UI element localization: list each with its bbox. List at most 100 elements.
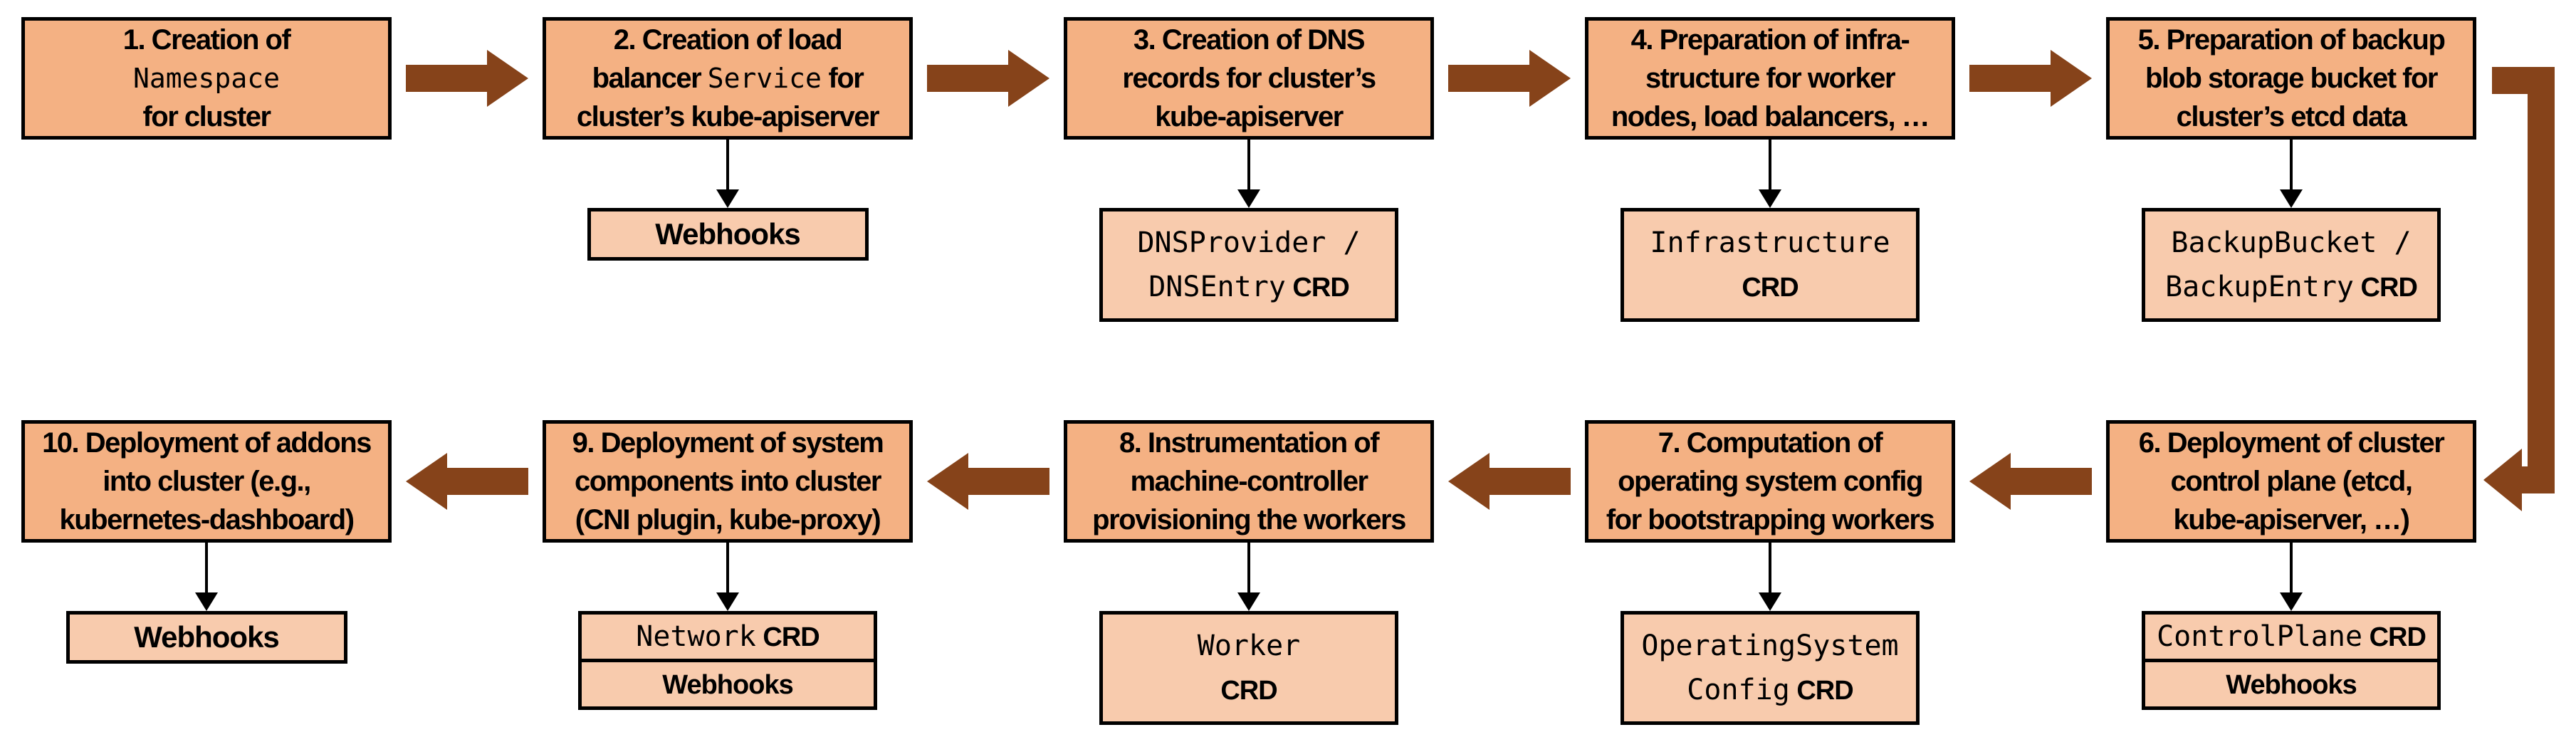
label-text: CRD [1285, 272, 1349, 303]
backupbucket-backupentry-crd-box-label-line: BackupBucket / [2171, 221, 2411, 265]
step-5-label-line: cluster’s etcd data [2177, 98, 2407, 136]
flow-arrow-left [392, 420, 543, 543]
u-turn-arrow [2483, 67, 2555, 511]
code-text: OperatingSystem [1641, 629, 1899, 662]
controlplane-crd-box: ControlPlane CRD [2142, 611, 2441, 662]
label-text: for [821, 63, 864, 94]
label-text: machine-controller [1130, 466, 1368, 497]
webhooks-box: Webhooks [2142, 659, 2441, 710]
backupbucket-backupentry-crd-box: BackupBucket / BackupEntry CRD [2142, 208, 2441, 322]
step-7-label-line: 7. Computation of [1658, 424, 1883, 462]
worker-crd-box-label-line: CRD [1220, 668, 1277, 713]
arrow-head [927, 453, 968, 510]
backupbucket-backupentry-crd-box-label-line: BackupEntry CRD [2165, 265, 2418, 310]
network-crd-box: Network CRD [578, 611, 877, 662]
label-text: for bootstrapping workers [1606, 504, 1935, 535]
label-text: 7. Computation of [1658, 427, 1883, 459]
down-arrow-step-8 [1237, 543, 1260, 611]
flow-arrow-left [1955, 420, 2106, 543]
step-2-label-line: balancer Service for [592, 59, 864, 98]
label-text: CRD [2354, 272, 2418, 303]
step-6-label-line: kube-apiserver, …) [2173, 501, 2410, 539]
code-text: BackupBucket / [2171, 226, 2412, 259]
label-text: 10. Deployment of addons [42, 427, 372, 459]
label-text: Webhooks [662, 669, 793, 700]
down-arrow-step-9 [716, 543, 739, 611]
flow-arrow-right [392, 17, 543, 140]
down-arrow-line [2290, 543, 2293, 592]
label-text: CRD [2362, 622, 2426, 652]
down-arrow-head [1237, 189, 1260, 208]
down-arrow-line [726, 543, 729, 592]
label-text: CRD [1789, 675, 1853, 706]
down-arrow-line [1769, 543, 1771, 592]
label-text: 2. Creation of load [613, 24, 843, 56]
step-9-label-line: components into cluster [575, 462, 882, 501]
step-6-label-line: 6. Deployment of cluster [2138, 424, 2445, 462]
step-1-label-line: for cluster [142, 98, 271, 136]
label-text: cluster’s etcd data [2176, 101, 2407, 132]
webhooks-box-label-line: Webhooks [134, 615, 280, 660]
label-text: CRD [1220, 675, 1277, 706]
step-6-label-line: control plane (etcd, [2171, 462, 2413, 501]
down-arrow-head [1237, 592, 1260, 611]
label-text: 8. Instrumentation of [1119, 427, 1380, 459]
code-text: Network [636, 620, 756, 653]
step-3-label-line: records for cluster’s [1122, 59, 1376, 98]
operatingsystemconfig-crd-box-label-line: Config CRD [1687, 668, 1853, 713]
label-text: 4. Preparation of infra- [1630, 24, 1910, 56]
label-text: 9. Deployment of system [572, 427, 884, 459]
step-4-label-line: 4. Preparation of infra- [1631, 21, 1910, 59]
step-1-label-line: Namespace [133, 59, 280, 98]
dnsprovider-dnsentry-crd-box-label-line: DNSProvider / [1137, 221, 1360, 265]
down-arrow-line [2290, 140, 2293, 189]
label-text: records for cluster’s [1122, 63, 1376, 94]
step-8-label-line: provisioning the workers [1092, 501, 1406, 539]
arrow-bar [2011, 468, 2092, 495]
label-text: 6. Deployment of cluster [2138, 427, 2445, 459]
step-4-label-line: structure for worker [1645, 59, 1896, 98]
arrow-head [1448, 453, 1489, 510]
down-arrow-head [2280, 592, 2303, 611]
down-arrow-line [1769, 140, 1771, 189]
step-2-label-line: cluster’s kube-apiserver [576, 98, 880, 136]
step-7-box: 7. Computation of operating system config… [1585, 420, 1955, 543]
arrow-bar [1448, 65, 1529, 92]
down-arrow-head [1759, 189, 1781, 208]
webhooks-box: Webhooks [66, 611, 347, 664]
label-text: 3. Creation of DNS [1133, 24, 1366, 56]
arrow-bar [1969, 65, 2051, 92]
label-text: Webhooks [655, 216, 801, 251]
label-text: cluster’s kube-apiserver [576, 101, 880, 132]
down-arrow-step-10 [195, 543, 218, 611]
flow-arrow-left [913, 420, 1064, 543]
step-1-label-line: 1. Creation of [123, 21, 291, 59]
infrastructure-crd-box-label-line: CRD [1742, 265, 1799, 310]
label-text: Webhooks [2226, 669, 2357, 700]
label-text: components into cluster [575, 466, 882, 497]
step-3-label-line: 3. Creation of DNS [1133, 21, 1366, 59]
flow-arrow-right [913, 17, 1064, 140]
label-text: for cluster [142, 101, 271, 132]
webhooks-box-label-line: Webhooks [662, 662, 793, 707]
code-text: DNSProvider / [1137, 226, 1361, 259]
arrow-bar [927, 65, 1008, 92]
step-10-label-line: kubernetes-dashboard) [59, 501, 355, 539]
label-text: CRD [1742, 272, 1799, 303]
label-text: operating system config [1618, 466, 1923, 497]
label-text: kube-apiserver, …) [2173, 504, 2410, 535]
label-text: provisioning the workers [1092, 504, 1406, 535]
arrow-bar [447, 468, 528, 495]
